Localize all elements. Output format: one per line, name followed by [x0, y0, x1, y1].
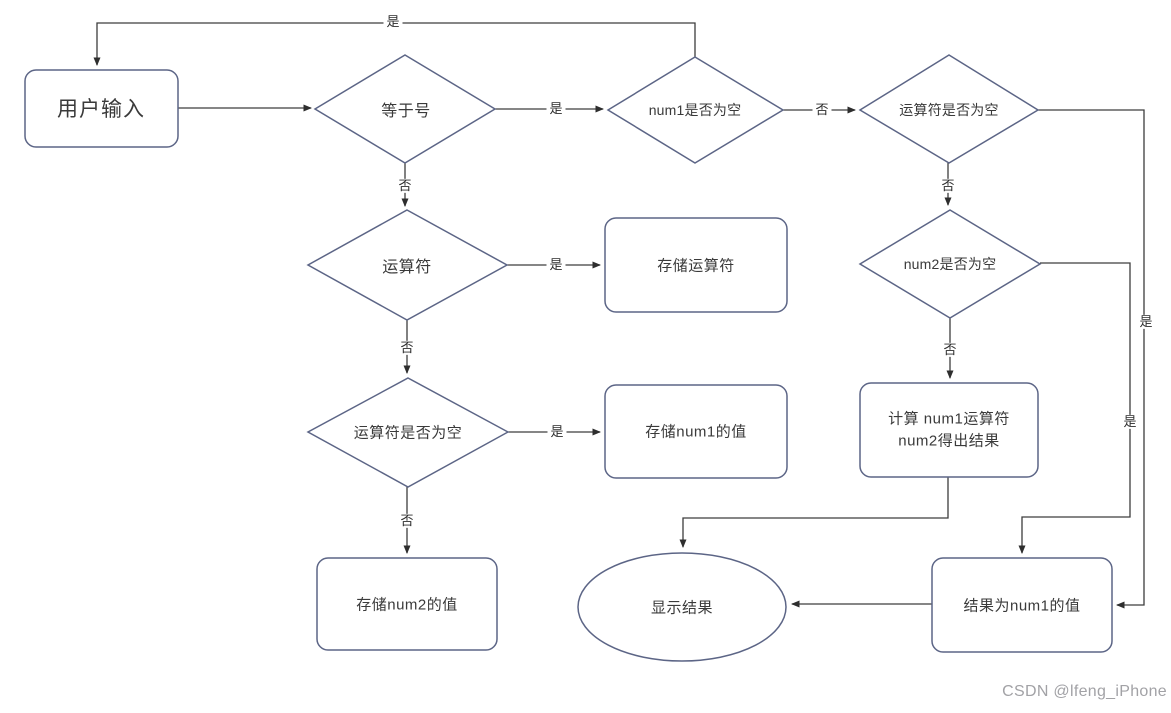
shape-store-operator	[604, 217, 788, 313]
edge-label-num1-opempty-no: 否	[812, 102, 832, 118]
node-label-user-input: 用户输入	[57, 98, 145, 121]
node-label-show-result: 显示结果	[650, 599, 714, 617]
edge-label-num1-loop-yes: 是	[383, 14, 403, 30]
node-label-store-num1: 存储num1的值	[645, 423, 747, 441]
edge-label-num2-calc-no: 否	[940, 342, 960, 358]
node-label-num2-empty: num2是否为空	[903, 256, 997, 272]
shape-op-empty-top	[858, 54, 1040, 164]
shape-num2-empty	[858, 209, 1042, 319]
node-label-store-operator: 存储运算符	[657, 257, 735, 275]
shape-operator	[306, 209, 509, 321]
node-label-operator: 运算符	[382, 259, 432, 276]
edge-label-operator-store-yes: 是	[546, 257, 566, 273]
shape-user-input	[24, 69, 179, 148]
shape-num1-empty	[606, 56, 785, 164]
csdn-watermark: CSDN @lfeng_iPhone	[1002, 683, 1167, 700]
node-label-result-is-num1: 结果为num1的值	[963, 597, 1081, 615]
shape-result-is-num1	[931, 557, 1113, 653]
edge-label-opempty-num2val-no: 否	[397, 513, 417, 529]
calc-result-line1: 计算 num1运算符	[888, 410, 1010, 428]
edge-label-opemptytop-num2-no: 否	[938, 178, 958, 194]
calc-result-line2: num2得出结果	[898, 432, 1000, 449]
node-label-num1-empty: num1是否为空	[648, 102, 742, 118]
edge-num2-to-result	[1018, 262, 1131, 554]
edge-opemptytop-to-result	[1038, 109, 1145, 609]
shape-op-empty-left	[306, 377, 510, 488]
edge-label-num2-result-yes: 是	[1120, 414, 1140, 430]
edge-label-equals-operator-no: 否	[395, 178, 415, 194]
shape-show-result	[577, 552, 787, 662]
edge-calc-to-show	[679, 477, 949, 548]
shape-equals-sign	[313, 54, 497, 164]
node-label-store-num2: 存储num2的值	[356, 596, 458, 614]
node-label-calc-result: 计算 num1运算符 num2得出结果	[864, 408, 1034, 452]
edge-label-operator-opempty-no: 否	[397, 340, 417, 356]
node-label-op-empty-top: 运算符是否为空	[899, 102, 999, 118]
edge-label-opemptytop-result-yes: 是	[1136, 314, 1156, 330]
edge-label-opempty-num1val-yes: 是	[547, 424, 567, 440]
node-label-op-empty-left: 运算符是否为空	[353, 424, 463, 442]
shape-calc-result	[859, 382, 1039, 478]
node-label-equals-sign: 等于号	[381, 103, 431, 120]
shape-store-num1	[604, 384, 788, 479]
edge-label-equals-num1-yes: 是	[546, 101, 566, 117]
edge-num1-loop-to-input	[93, 22, 696, 66]
shape-store-num2	[316, 557, 498, 651]
